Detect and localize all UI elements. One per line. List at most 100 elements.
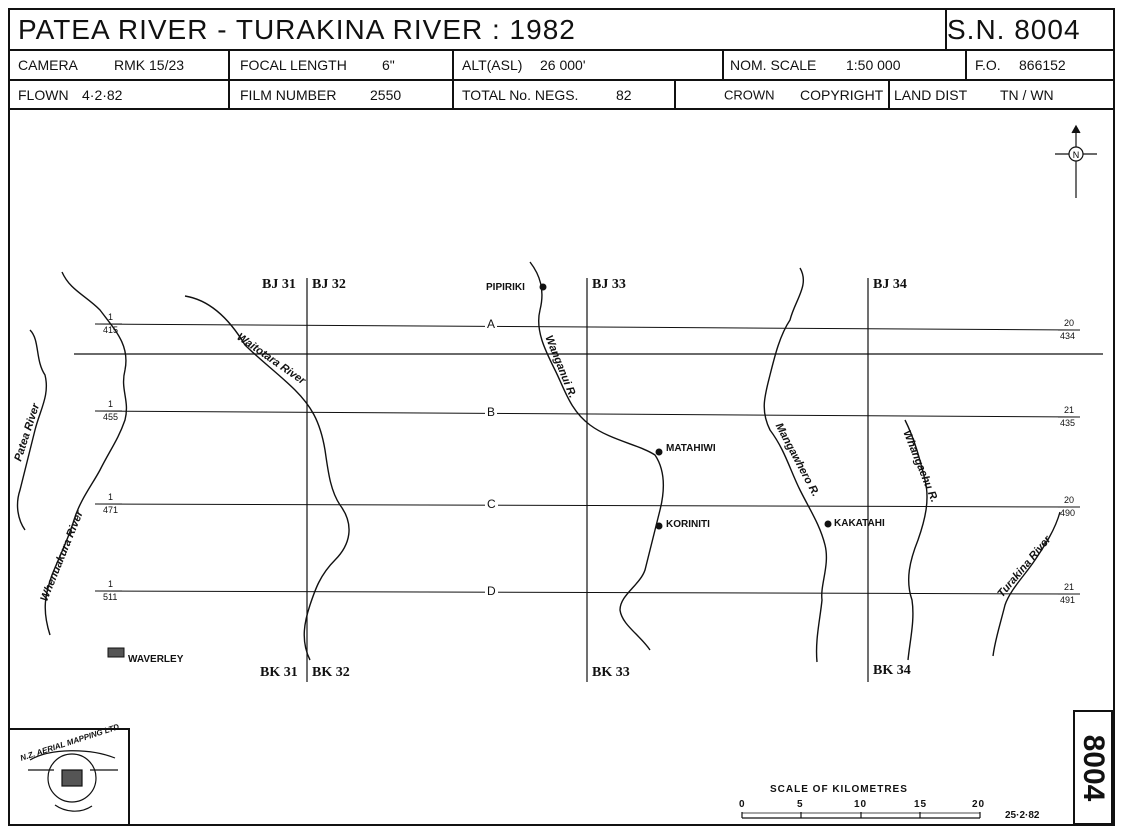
- waverley-marker: [107, 647, 125, 658]
- focal-value: 6": [382, 57, 395, 73]
- camera-label: CAMERA: [18, 57, 78, 73]
- scale-tick-0: 0: [739, 799, 746, 810]
- alt-cell: ALT(ASL) 26 000': [454, 51, 724, 79]
- run-line-c: [94, 503, 1077, 508]
- town-waverley: WAVERLEY: [128, 654, 184, 665]
- run-c-right-top: 20: [1064, 495, 1075, 505]
- rivers: [16, 261, 1061, 663]
- header-info-row-2: FLOWN 4·2·82 FILM NUMBER 2550 TOTAL No. …: [10, 81, 1113, 110]
- camera-value: RMK 15/23: [114, 57, 185, 73]
- run-b-right-bottom: 435: [1060, 418, 1076, 428]
- sheet-label-bk34: BK 34: [873, 663, 911, 678]
- river-whenuakura: [44, 271, 128, 636]
- fo-cell: F.O. 866152: [967, 51, 1113, 79]
- town-matahiwi: MATAHIWI: [666, 443, 716, 454]
- scale-label: NOM. SCALE: [730, 57, 817, 73]
- sn-cell: S.N. 8004: [947, 10, 1113, 49]
- sheet-label-bk32: BK 32: [312, 665, 350, 680]
- sn-number: 8004: [1077, 734, 1110, 801]
- town-kakatahi: KAKATAHI: [834, 518, 885, 529]
- run-ticks-left: [100, 323, 122, 592]
- film-value: 2550: [370, 86, 402, 103]
- title-cell: PATEA RIVER - TURAKINA RIVER : 1982: [10, 10, 947, 49]
- run-letter-a: A: [485, 317, 498, 331]
- run-d-left-bottom: 511: [103, 592, 118, 602]
- run-a-right-top: 20: [1064, 318, 1075, 328]
- sn-label: S.N. 8004: [947, 13, 1081, 45]
- fo-value: 866152: [1019, 57, 1066, 73]
- header-info-row-1: CAMERA RMK 15/23 FOCAL LENGTH 6" ALT(ASL…: [10, 51, 1113, 81]
- focal-cell: FOCAL LENGTH 6": [230, 51, 454, 79]
- scale-tick-10: 10: [854, 799, 868, 810]
- film-label: FILM NUMBER: [240, 86, 337, 103]
- town-pipiriki: PIPIRIKI: [486, 282, 525, 293]
- logo-box: N.Z. AERIAL MAPPING LTD: [10, 722, 130, 824]
- run-b-right-top: 21: [1064, 405, 1075, 415]
- run-b-left-bottom: 455: [103, 412, 119, 422]
- run-d-left-top: 1: [108, 579, 114, 589]
- film-cell: FILM NUMBER 2550: [230, 81, 454, 108]
- sheet-label-bk31: BK 31: [260, 665, 298, 680]
- town-markers: [539, 283, 832, 530]
- sheet-label-bj31: BJ 31: [262, 277, 296, 292]
- run-a-left-top: 1: [108, 312, 114, 322]
- land-cell: LAND DIST TN / WN: [890, 81, 1113, 108]
- run-ticks-right: [1058, 329, 1080, 595]
- river-patea: [16, 329, 47, 531]
- sheet-label-bk33: BK 33: [592, 665, 630, 680]
- run-c-left-top: 1: [108, 492, 114, 502]
- land-value: TN / WN: [1000, 86, 1054, 103]
- scale-value: 1:50 000: [846, 57, 901, 73]
- river-whangaehu: [904, 419, 928, 661]
- crown-label: CROWN: [724, 87, 775, 102]
- sheet-label-bj32: BJ 32: [312, 277, 346, 292]
- river-turakina: [992, 511, 1061, 657]
- logo-text: N.Z. AERIAL MAPPING LTD: [19, 722, 121, 763]
- fo-label: F.O.: [975, 57, 1001, 73]
- run-letter-d: D: [485, 584, 498, 598]
- land-label: LAND DIST: [894, 86, 968, 103]
- run-c-right-bottom: 490: [1060, 508, 1076, 518]
- footer-date: 25·2·82: [1005, 810, 1040, 821]
- scale-tick-15: 15: [914, 799, 928, 810]
- run-line-a: [94, 323, 1077, 331]
- focal-label: FOCAL LENGTH: [240, 57, 347, 73]
- copyright-cell: CROWN COPYRIGHT: [676, 81, 890, 108]
- town-koriniti: KORINITI: [666, 519, 710, 530]
- north-arrow-icon: [1055, 124, 1097, 198]
- river-waitotara: [184, 295, 350, 661]
- scale-tick-20: 20: [972, 799, 986, 810]
- negs-value: 82: [616, 86, 632, 103]
- map-title: PATEA RIVER - TURAKINA RIVER : 1982: [18, 13, 576, 45]
- run-line-d: [94, 590, 1077, 595]
- run-b-left-top: 1: [108, 399, 114, 409]
- river-wanganui: [529, 261, 664, 651]
- alt-label: ALT(ASL): [462, 57, 523, 73]
- flown-value: 4·2·82: [82, 86, 123, 103]
- sheet-label-bj34: BJ 34: [873, 277, 907, 292]
- alt-value: 26 000': [540, 57, 586, 73]
- flown-label: FLOWN: [18, 86, 69, 103]
- run-d-right-bottom: 491: [1060, 595, 1076, 605]
- run-d-right-top: 21: [1064, 582, 1075, 592]
- run-letter-c: C: [485, 497, 498, 511]
- flown-cell: FLOWN 4·2·82: [10, 81, 230, 108]
- camera-cell: CAMERA RMK 15/23: [10, 51, 230, 79]
- sheet-label-bj33: BJ 33: [592, 277, 626, 292]
- map-frame: [8, 8, 1115, 826]
- sn-number-box: 8004: [1073, 710, 1113, 825]
- nz-aerial-mapping-logo-icon: [28, 750, 118, 812]
- scale-title: SCALE OF KILOMETRES: [770, 784, 908, 795]
- run-a-left-bottom: 415: [103, 325, 119, 335]
- run-c-left-bottom: 471: [103, 505, 119, 515]
- header-title-row: PATEA RIVER - TURAKINA RIVER : 1982 S.N.…: [10, 10, 1113, 51]
- river-mangawhero: [763, 267, 828, 663]
- run-letter-b: B: [485, 405, 498, 419]
- north-label: N: [1073, 150, 1080, 160]
- negs-label: TOTAL No. NEGS.: [462, 86, 579, 103]
- scale-bar: [741, 812, 981, 819]
- scale-cell: NOM. SCALE 1:50 000: [724, 51, 967, 79]
- negs-cell: TOTAL No. NEGS. 82: [454, 81, 676, 108]
- scale-tick-5: 5: [797, 799, 804, 810]
